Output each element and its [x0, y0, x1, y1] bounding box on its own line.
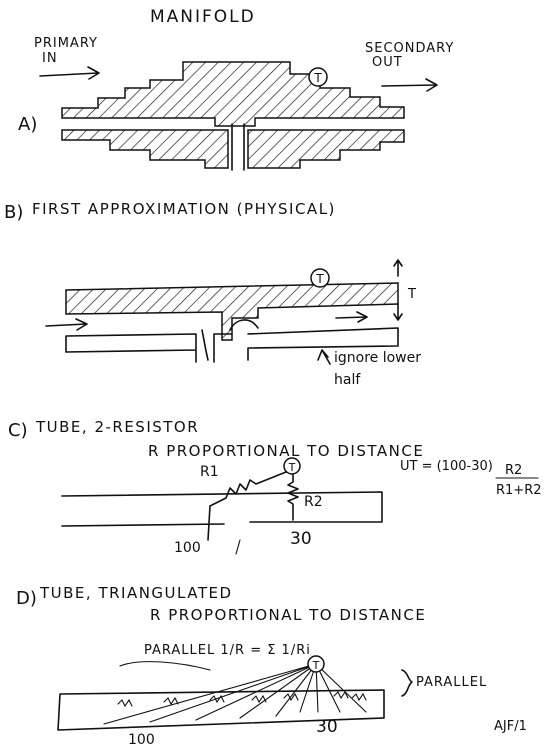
- temp-right-c: 30: [290, 529, 312, 549]
- secondary-out-arrow: [381, 78, 438, 92]
- section-a-label: A): [18, 114, 37, 135]
- secondary-out-label-1: SECONDARY: [365, 41, 454, 56]
- ignore-note-line-1: ignore lower: [334, 350, 421, 366]
- manifold-upper-body: [61, 61, 405, 127]
- flow-arrow-up: [229, 319, 259, 331]
- tube-upper-wall: [65, 282, 399, 341]
- primary-in-arrow: [39, 66, 100, 80]
- resistor-fan: [103, 663, 367, 725]
- flow-arrow-in: [45, 318, 88, 331]
- resistor-zigzags: [117, 690, 367, 708]
- primary-in-label-2: IN: [42, 51, 58, 66]
- section-c-tube: [61, 491, 383, 527]
- ignore-note-line-2: half: [334, 372, 361, 388]
- section-c-sensor-label: T: [288, 461, 296, 474]
- flow-arrow-through: [335, 311, 368, 323]
- thickness-bracket: [393, 259, 403, 321]
- resistor-r2: [287, 473, 299, 521]
- formula-denominator: R1+R2: [496, 483, 542, 498]
- primary-in-label-1: PRIMARY: [34, 36, 98, 51]
- section-a-sensor-icon: [308, 67, 328, 87]
- tube-lower-wall: [65, 327, 399, 363]
- branch-lines-c: [235, 539, 241, 555]
- resistor-r1: [207, 471, 287, 541]
- page-title: MANIFOLD: [150, 7, 256, 27]
- temp-left-c: 100: [174, 540, 201, 556]
- section-a-manifold: PRIMARY IN SECONDARY OUT A) T: [18, 36, 454, 171]
- parallel-formula: PARALLEL 1/R = Σ 1/Ri: [144, 643, 311, 658]
- ignore-note-pointer: [317, 349, 331, 365]
- section-b-label: B): [4, 202, 23, 223]
- section-c-sensor-icon: [283, 457, 301, 475]
- parallel-right-label: PARALLEL: [416, 675, 487, 690]
- manifold-lower-body-left: [61, 129, 229, 169]
- section-d-triangulated: D) TUBE, TRIANGULATED R PROPORTIONAL TO …: [16, 584, 487, 748]
- temp-right-d: 30: [316, 717, 338, 737]
- temp-left-d: 100: [128, 732, 155, 748]
- section-c-heading-1: TUBE, 2-RESISTOR: [35, 418, 199, 436]
- manifold-center-channel: [231, 123, 245, 171]
- section-d-label: D): [16, 588, 37, 609]
- section-b-sensor-icon: [310, 268, 330, 288]
- section-d-tube: [57, 689, 385, 731]
- section-c-heading-2: R PROPORTIONAL TO DISTANCE: [148, 442, 424, 460]
- r2-label: R2: [304, 494, 323, 510]
- flow-arrow-down: [201, 329, 209, 361]
- section-a-sensor-label: T: [313, 71, 322, 85]
- section-b-sensor-label: T: [315, 272, 324, 286]
- section-b-heading: FIRST APPROXIMATION (PHYSICAL): [32, 200, 336, 218]
- section-d-sensor-label: T: [312, 659, 320, 672]
- r1-label: R1: [200, 464, 219, 480]
- formula-numerator: R2: [505, 463, 522, 478]
- section-b-first-approximation: B) FIRST APPROXIMATION (PHYSICAL) T T ig…: [4, 200, 421, 388]
- parallel-brace-top: [119, 661, 211, 671]
- section-c-two-resistor: C) TUBE, 2-RESISTOR R PROPORTIONAL TO DI…: [8, 418, 542, 556]
- section-d-heading-1: TUBE, TRIANGULATED: [39, 584, 233, 602]
- manifold-lower-body-right: [247, 129, 405, 169]
- section-d-sensor-icon: [307, 655, 325, 673]
- signature: AJF/1: [494, 719, 527, 734]
- thickness-label: T: [407, 287, 416, 302]
- parallel-brace-right: [401, 669, 413, 697]
- section-c-label: C): [8, 420, 28, 441]
- secondary-out-label-2: OUT: [372, 55, 403, 70]
- formula-lhs: UT = (100-30): [400, 459, 493, 474]
- section-d-heading-2: R PROPORTIONAL TO DISTANCE: [150, 606, 426, 624]
